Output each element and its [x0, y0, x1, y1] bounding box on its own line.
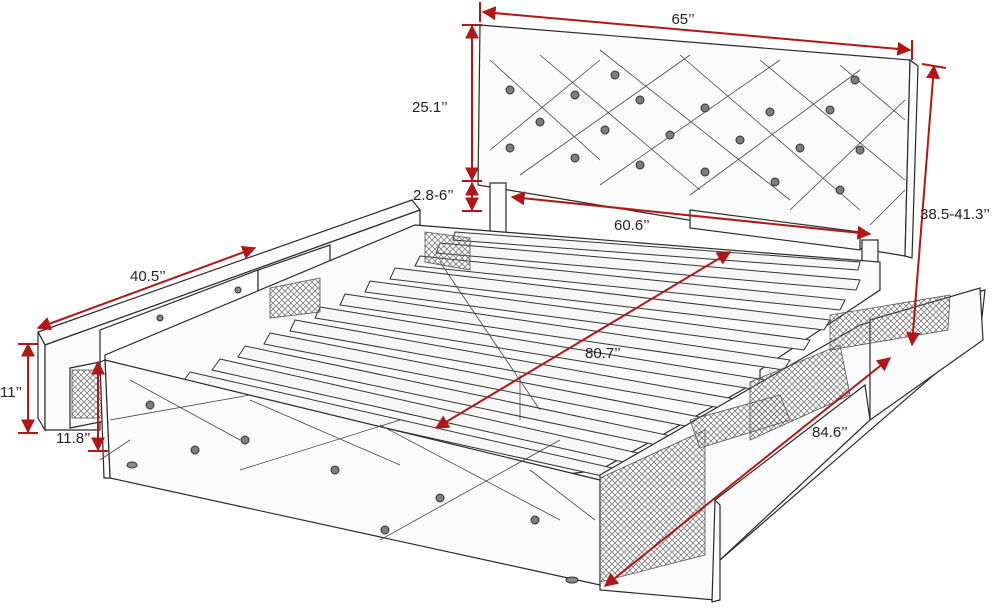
headboard-height-label: 25.1’’ — [412, 99, 448, 116]
drawer-depth-label: 40.5’’ — [130, 268, 166, 285]
drawer-depth-line — [36, 245, 257, 331]
inner-length-label: 80.7’’ — [585, 345, 621, 362]
dimension-labels: 65’’ 25.1’’ 2.8-6’’ 60.6’’ 38.5-41.3’’ 4… — [0, 11, 990, 447]
inner-length-line — [434, 251, 732, 429]
drawer-height-label: 11’’ — [0, 384, 22, 401]
footboard-tufts — [145, 400, 540, 535]
dimension-lines — [18, 2, 947, 587]
headboard-width-line — [481, 6, 912, 56]
footboard — [99, 359, 601, 586]
total-length-label: 84.6’’ — [812, 424, 848, 441]
total-height-line — [906, 64, 940, 347]
bed-illustration — [37, 24, 986, 603]
total-height-label: 38.5-41.3’’ — [920, 206, 990, 223]
inner-width-line — [510, 191, 872, 240]
inner-width-label: 60.6’’ — [614, 217, 650, 234]
total-length-line — [603, 357, 892, 587]
footboard-height-label: 11.8’’ — [56, 430, 90, 447]
leg-gap-label: 2.8-6’’ — [413, 187, 454, 204]
headboard-width-label: 65’’ — [671, 11, 694, 28]
